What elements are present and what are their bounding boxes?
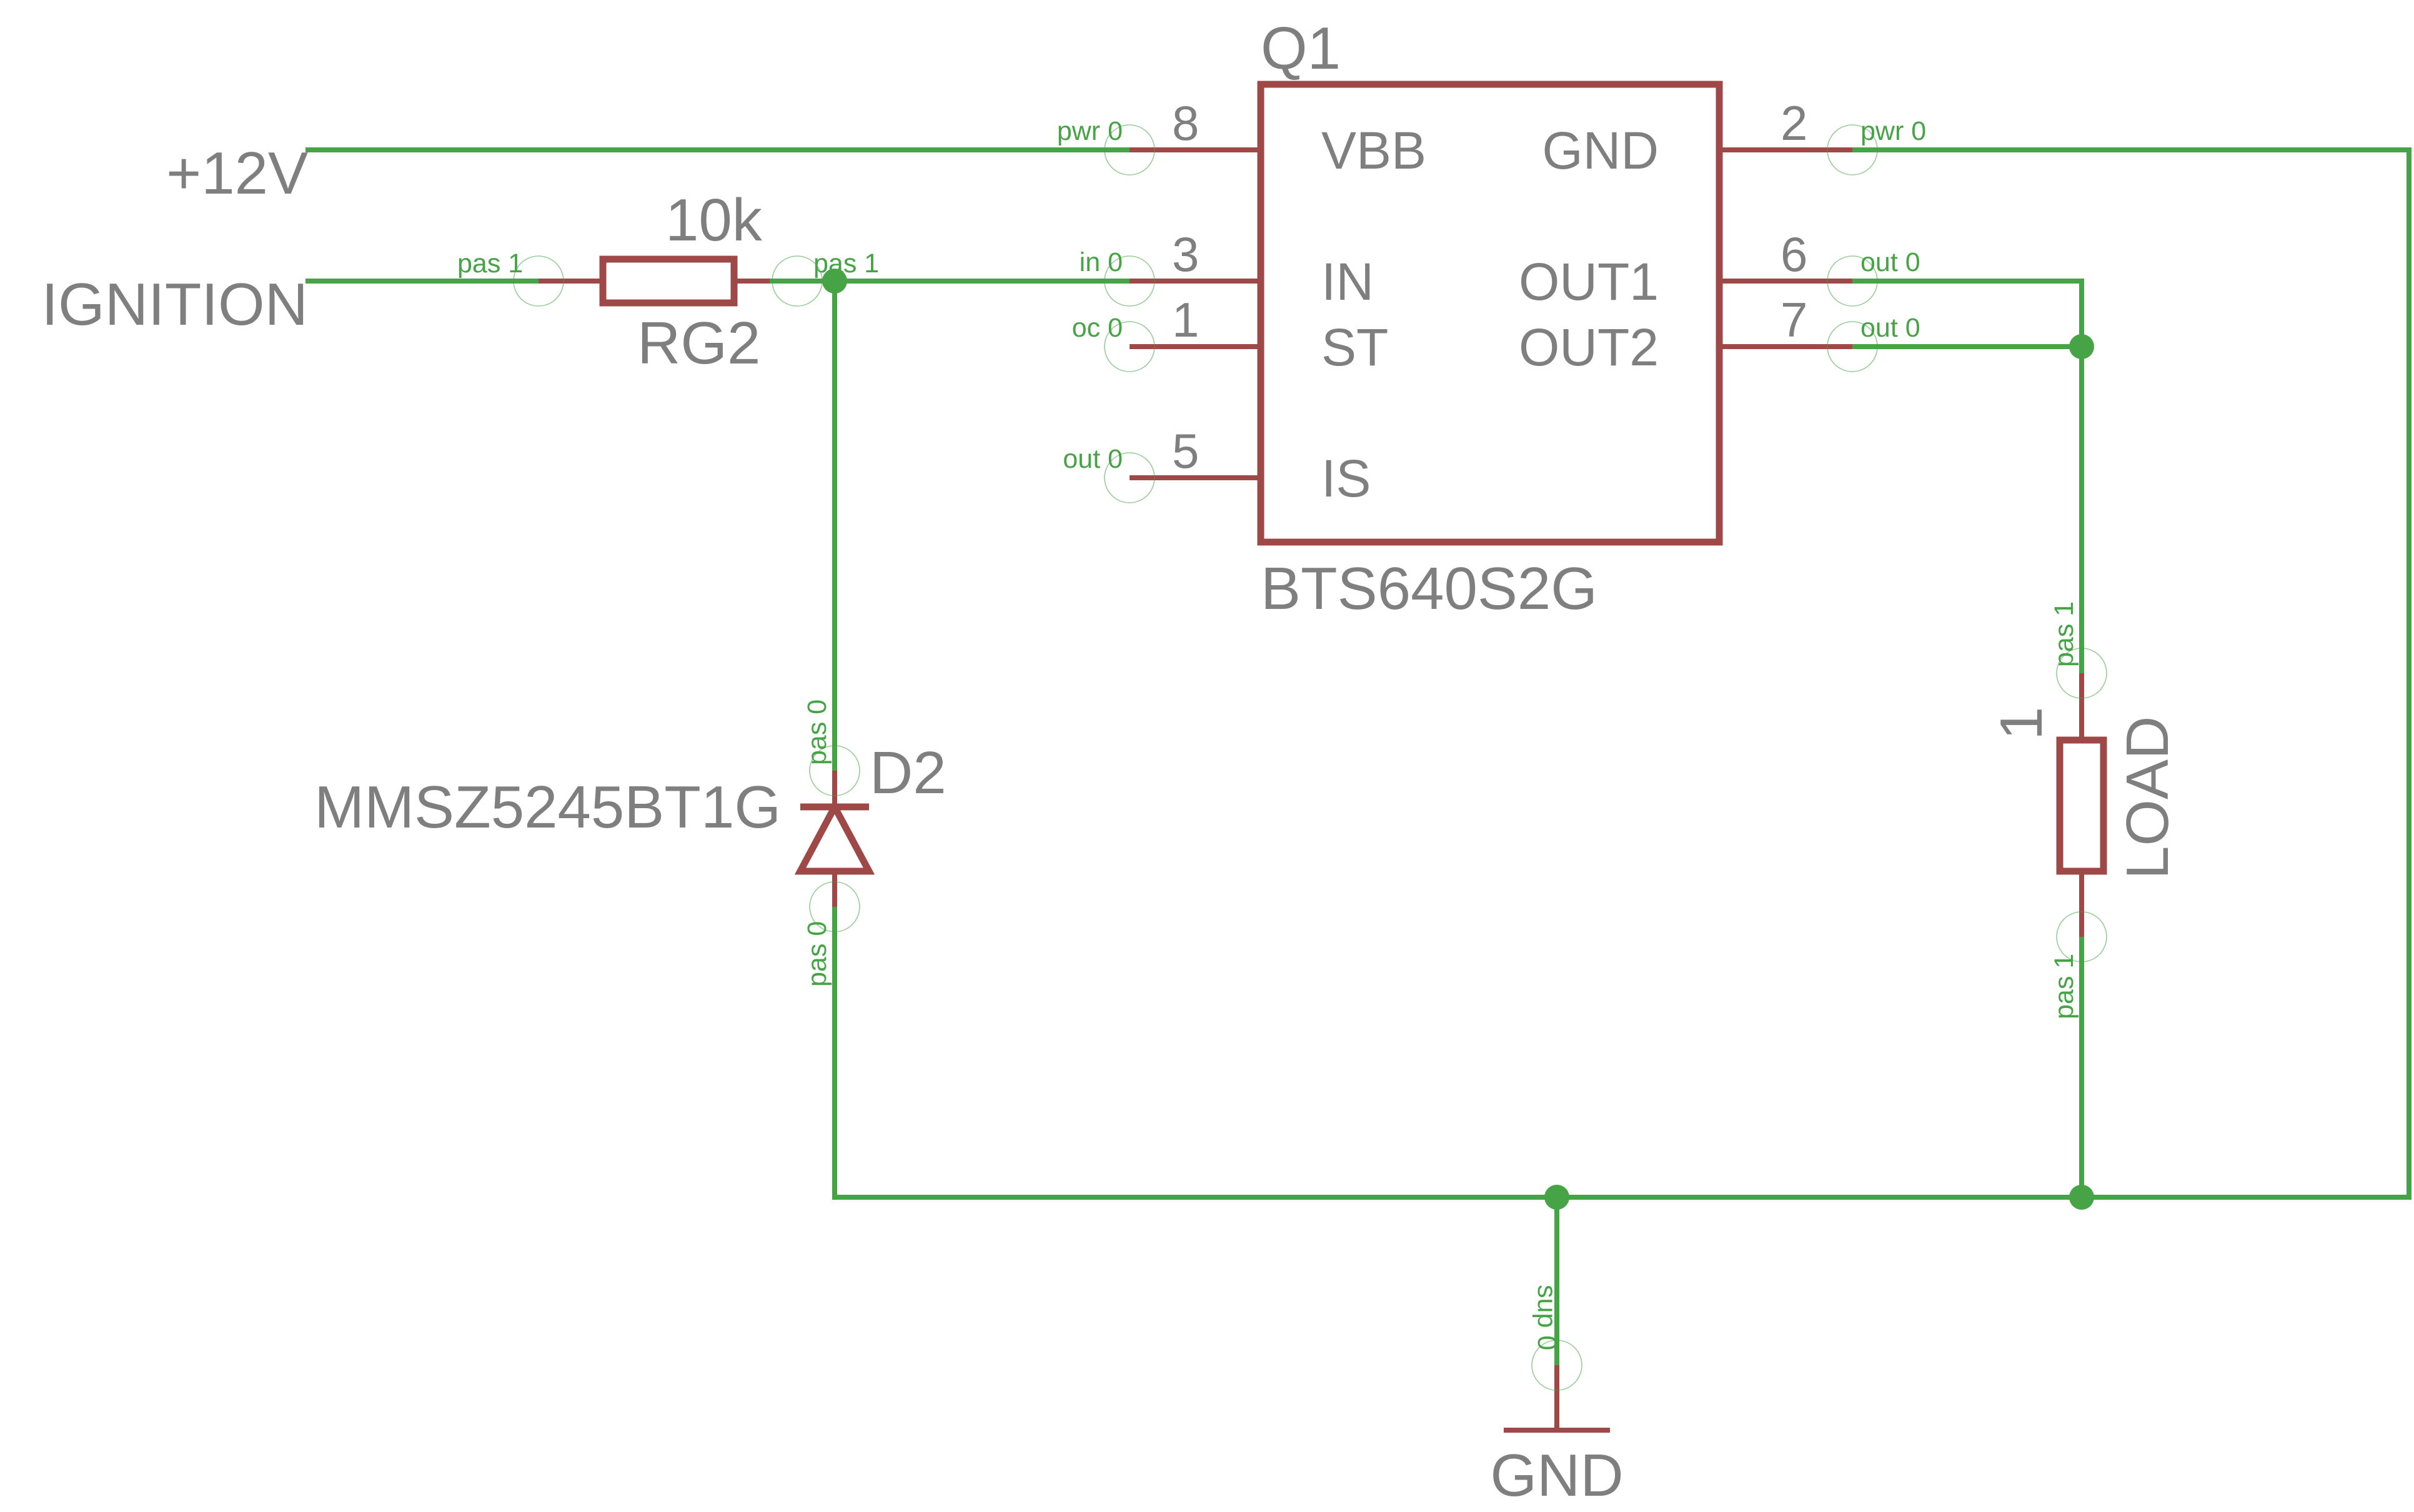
q1-part-number: BTS640S2G [1261, 555, 1597, 622]
q1-pin-name-out2: OUT2 [1519, 318, 1659, 377]
d2-pin-type-bottom: pas 0 [802, 921, 832, 987]
q1-pin-name-gnd: GND [1542, 121, 1659, 180]
pin-marker [809, 745, 860, 796]
junction-dot [2069, 334, 2094, 359]
q1-pin-number-out1: 6 [1781, 227, 1807, 282]
net-label-12v: +12V [166, 140, 308, 207]
rg2-pin-type-right: pas 1 [813, 249, 879, 279]
q1-pin-type-is: out 0 [1063, 444, 1123, 474]
wire-out1 [1850, 279, 2084, 676]
pin-marker [2056, 911, 2107, 962]
q1-pin-number-is: 5 [1172, 423, 1199, 478]
pin-marker [1827, 321, 1878, 372]
q1-body [1257, 81, 1723, 546]
pin-marker [772, 255, 823, 307]
q1-pin-number-out2: 7 [1781, 292, 1807, 347]
q1-component[interactable]: Q1 BTS640S2G VBB IN ST IS GND OUT1 OUT2 … [1057, 15, 1926, 622]
load-resistor[interactable]: LOAD 1 pas 1 pas 1 [1988, 601, 2181, 1019]
q1-pin-name-in: IN [1321, 252, 1374, 311]
d2-zener-diode[interactable]: D2 MMSZ5245BT1G pas 0 pas 0 [314, 699, 946, 987]
d2-triangle [794, 799, 875, 875]
pin-marker [1104, 321, 1155, 372]
q1-pin-type-in: in 0 [1080, 247, 1123, 277]
net-labels: +12V IGNITION [41, 140, 308, 338]
gnd-pin-type: sup 0 [1532, 1285, 1562, 1350]
rg2-designator: RG2 [637, 310, 760, 377]
load-pin-type-top: pas 1 [2049, 601, 2079, 667]
q1-pin-name-vbb: VBB [1321, 121, 1426, 180]
gnd-label: GND [1490, 1442, 1623, 1509]
pin-marker [809, 881, 860, 932]
q1-pin-number-st: 1 [1172, 292, 1199, 347]
q1-designator: Q1 [1261, 15, 1341, 82]
junction-dot [822, 269, 847, 294]
load-designator: LOAD [2114, 716, 2181, 879]
d2-part-number: MMSZ5245BT1G [314, 774, 781, 841]
pin-marker [1827, 255, 1878, 307]
rg2-pin-type-left: pas 1 [457, 249, 523, 279]
pin-marker [1104, 255, 1155, 307]
pin-marker [1104, 452, 1155, 503]
load-pin-type-bottom: pas 1 [2049, 954, 2079, 1019]
q1-pin-name-out1: OUT1 [1519, 252, 1659, 311]
q1-pin-type-out1: out 0 [1860, 247, 1920, 277]
junction-dot [1544, 1185, 1569, 1210]
q1-pin-name-st: ST [1321, 318, 1388, 377]
gnd-symbol[interactable]: GND sup 0 [1490, 1285, 1623, 1509]
wire-zener-anode-to-gnd [832, 904, 2412, 1200]
q1-pin-type-gnd: pwr 0 [1860, 116, 1926, 146]
junctions [822, 269, 2094, 1210]
wire-q1-gnd-return [1850, 147, 2412, 1200]
pin-marker [1531, 1340, 1582, 1391]
load-value: 1 [1988, 707, 2055, 740]
rg2-body [599, 255, 738, 307]
q1-pin-number-in: 3 [1172, 227, 1199, 282]
rg2-value: 10k [665, 187, 763, 254]
junction-dot [2069, 1185, 2094, 1210]
d2-pin-type-top: pas 0 [802, 699, 832, 765]
net-label-ignition: IGNITION [41, 271, 308, 338]
pin-marker [513, 255, 564, 307]
rg2-resistor[interactable]: 10k RG2 pas 1 pas 1 [457, 187, 879, 377]
d2-designator: D2 [870, 739, 946, 806]
q1-pin-type-out2: out 0 [1860, 313, 1920, 343]
q1-pin-name-is: IS [1321, 449, 1371, 508]
q1-pin-type-vbb: pwr 0 [1057, 116, 1123, 146]
load-body [2056, 736, 2107, 875]
pin-marker [2056, 648, 2107, 699]
q1-pin-type-st: oc 0 [1072, 313, 1123, 343]
q1-pin-number-gnd: 2 [1781, 96, 1807, 151]
q1-pin-number-vbb: 8 [1172, 96, 1199, 151]
pin-marker [1827, 124, 1878, 175]
pin-marker [1104, 124, 1155, 175]
wires [305, 147, 2412, 1368]
